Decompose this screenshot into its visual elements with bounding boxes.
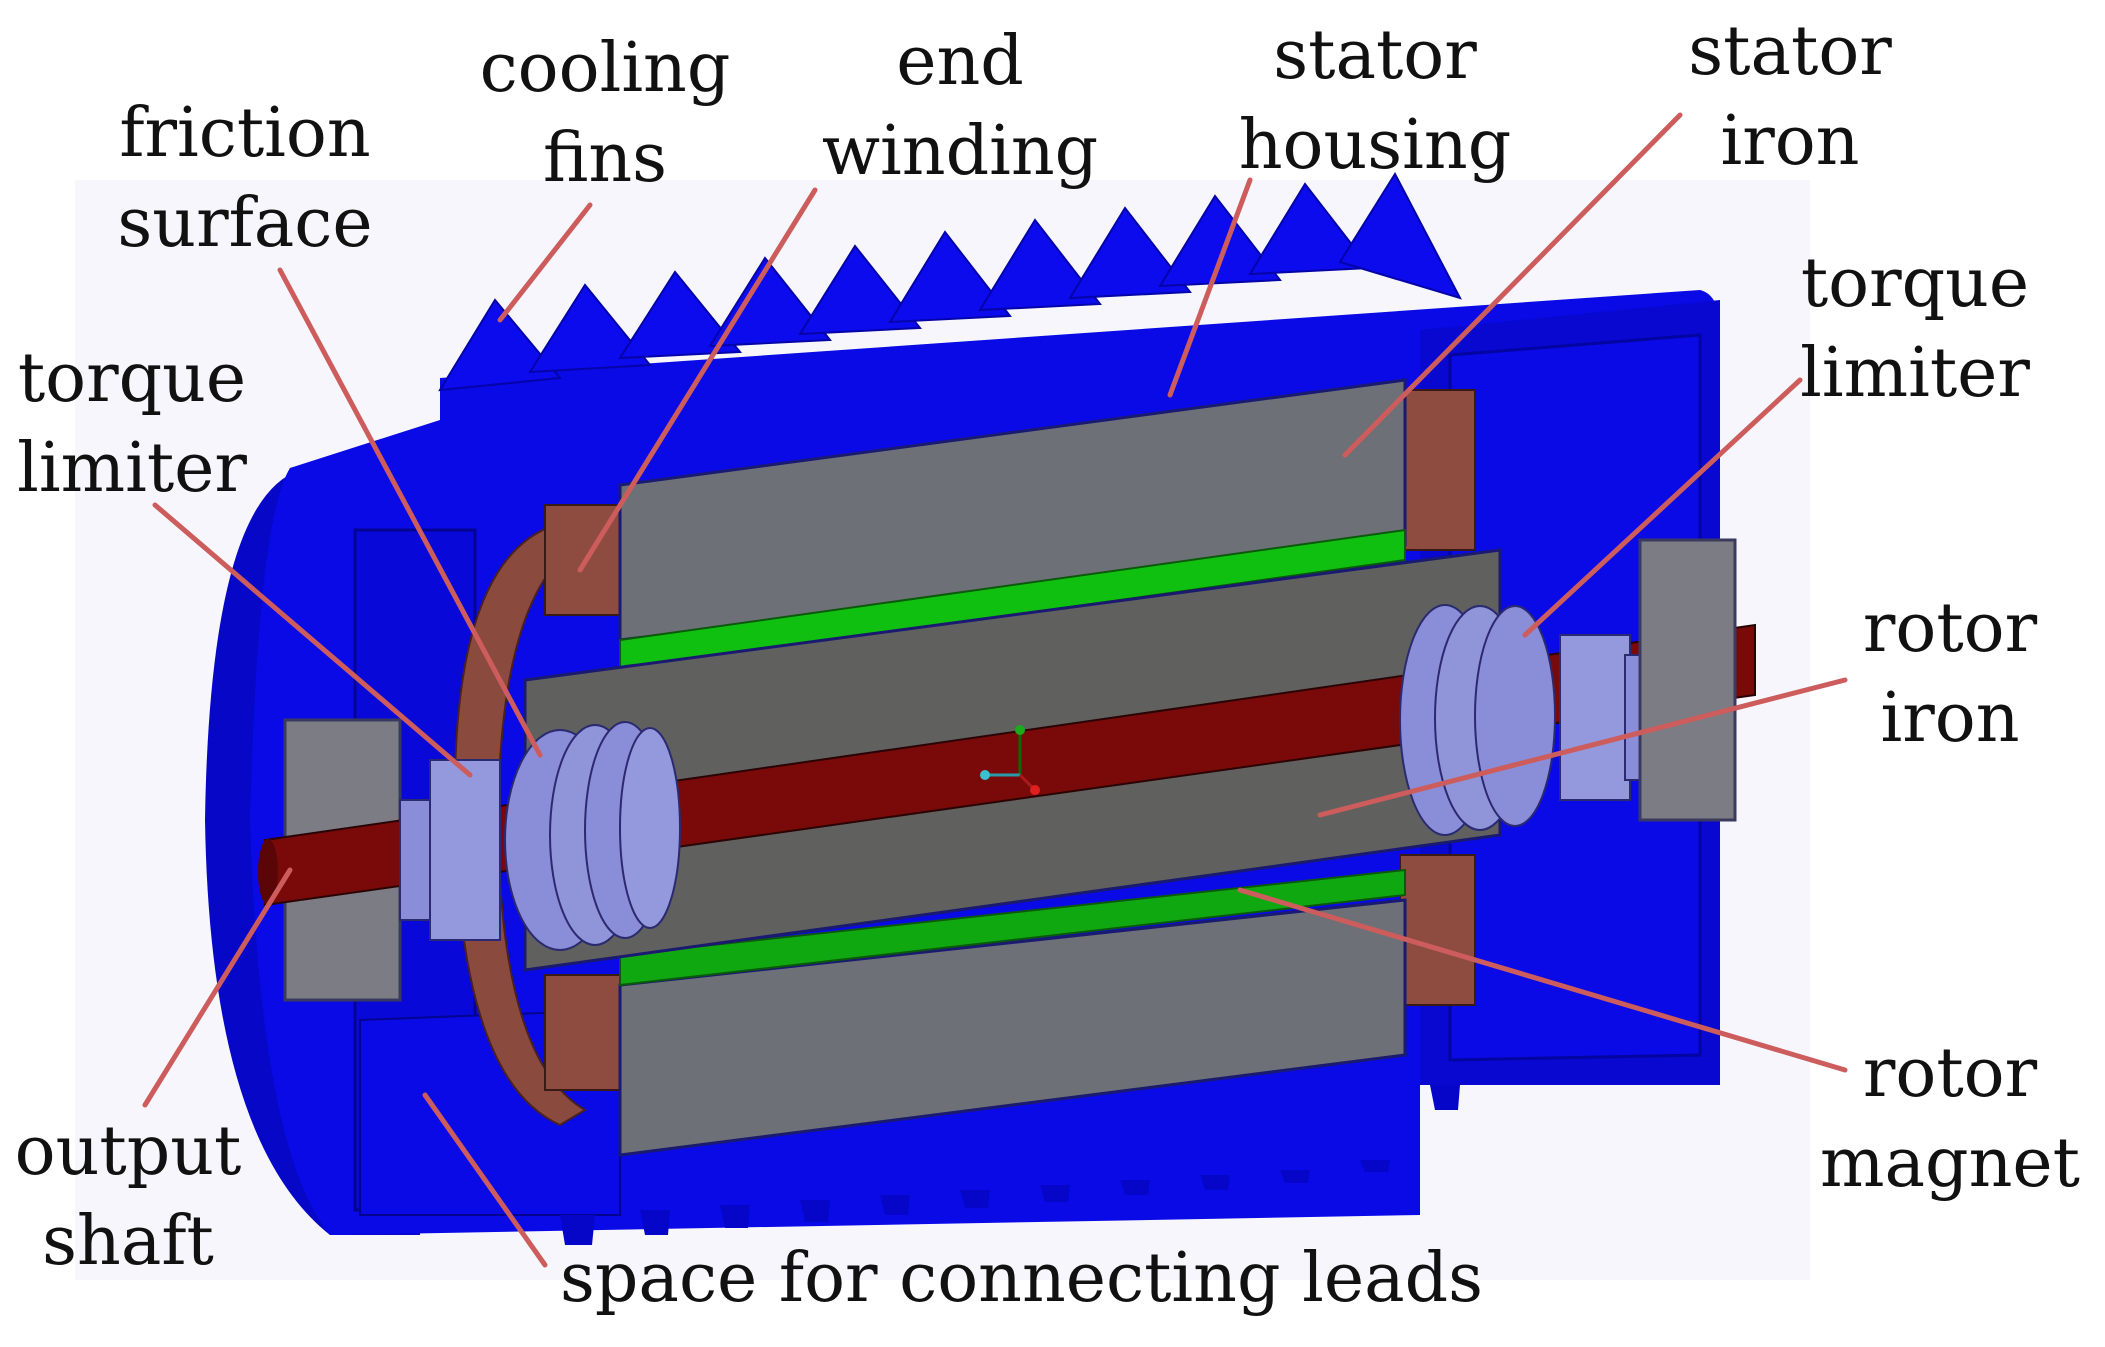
right-bearing-boss — [1638, 538, 1737, 822]
label-rotor-magnet-line2: magnet — [1820, 1124, 2080, 1203]
torque-limiter-left — [399, 721, 681, 951]
cooling-fins-bottom — [560, 1085, 1460, 1245]
label-end-winding-line1: end — [896, 22, 1024, 101]
leader-stator-housing — [1167, 177, 1253, 398]
label-torque-limiter-left-line2: limiter — [17, 429, 247, 508]
label-rotor-iron-line2: iron — [1880, 679, 2020, 758]
label-stator-housing-line1: stator — [1273, 16, 1477, 95]
friction-disc — [453, 523, 588, 1127]
label-stator-iron: stator iron — [1688, 18, 1892, 176]
end-winding-left-bottom — [544, 974, 621, 1091]
label-rotor-magnet-line1: rotor — [1862, 1034, 2038, 1113]
label-stator-iron-line1: stator — [1688, 12, 1892, 91]
label-friction-surface-line1: friction — [119, 94, 371, 173]
label-cooling-fins-line2: fins — [542, 119, 668, 198]
label-rotor-iron-line1: rotor — [1862, 589, 2038, 668]
shaft-end — [258, 839, 278, 905]
leader-leads-space — [422, 1092, 548, 1268]
label-torque-limiter-right: torque limiter — [1800, 250, 2030, 408]
cooling-fins — [438, 171, 1462, 392]
label-friction-surface-line2: surface — [117, 184, 373, 263]
label-torque-limiter-right-line1: torque — [1800, 244, 2030, 323]
leader-lines — [142, 112, 1848, 1268]
rotor-magnet-top — [619, 528, 1406, 672]
leader-rotor-magnet — [1237, 887, 1848, 1073]
end-winding-right-bottom — [1399, 854, 1476, 1006]
leader-torque-limiter-right — [1522, 377, 1803, 638]
label-cooling-fins: cooling fins — [480, 35, 731, 193]
label-stator-iron-line2: iron — [1720, 102, 1860, 181]
leader-output-shaft — [142, 867, 293, 1108]
label-rotor-iron: rotor iron — [1863, 595, 2037, 753]
label-stator-housing-line2: housing — [1238, 106, 1512, 185]
leader-end-winding — [577, 187, 818, 573]
rotor-magnet-bottom — [619, 868, 1406, 987]
leader-cooling-fins — [497, 202, 593, 323]
label-output-shaft-line1: output — [14, 1112, 242, 1191]
coordinate-axes-marker — [980, 725, 1040, 795]
label-end-winding: end winding — [822, 28, 1098, 186]
label-output-shaft: output shaft — [15, 1118, 242, 1276]
leader-torque-limiter-left — [152, 502, 473, 778]
label-torque-limiter-right-line2: limiter — [1800, 334, 2030, 413]
leader-stator-iron — [1342, 112, 1683, 458]
leader-friction-surface — [277, 267, 543, 758]
label-output-shaft-line2: shaft — [42, 1202, 214, 1281]
stator-iron-bottom — [618, 898, 1407, 1157]
end-winding-right-top — [1399, 389, 1476, 551]
label-torque-limiter-left: torque limiter — [17, 345, 247, 503]
leader-rotor-iron — [1317, 677, 1848, 818]
label-end-winding-line2: winding — [821, 112, 1099, 191]
label-stator-housing: stator housing — [1239, 22, 1512, 180]
label-friction-surface: friction surface — [117, 100, 372, 258]
label-leads-space: space for connecting leads — [560, 1239, 1484, 1318]
label-cooling-fins-line1: cooling — [479, 29, 731, 108]
label-rotor-magnet: rotor magnet — [1820, 1040, 2080, 1198]
label-torque-limiter-left-line1: torque — [17, 339, 247, 418]
